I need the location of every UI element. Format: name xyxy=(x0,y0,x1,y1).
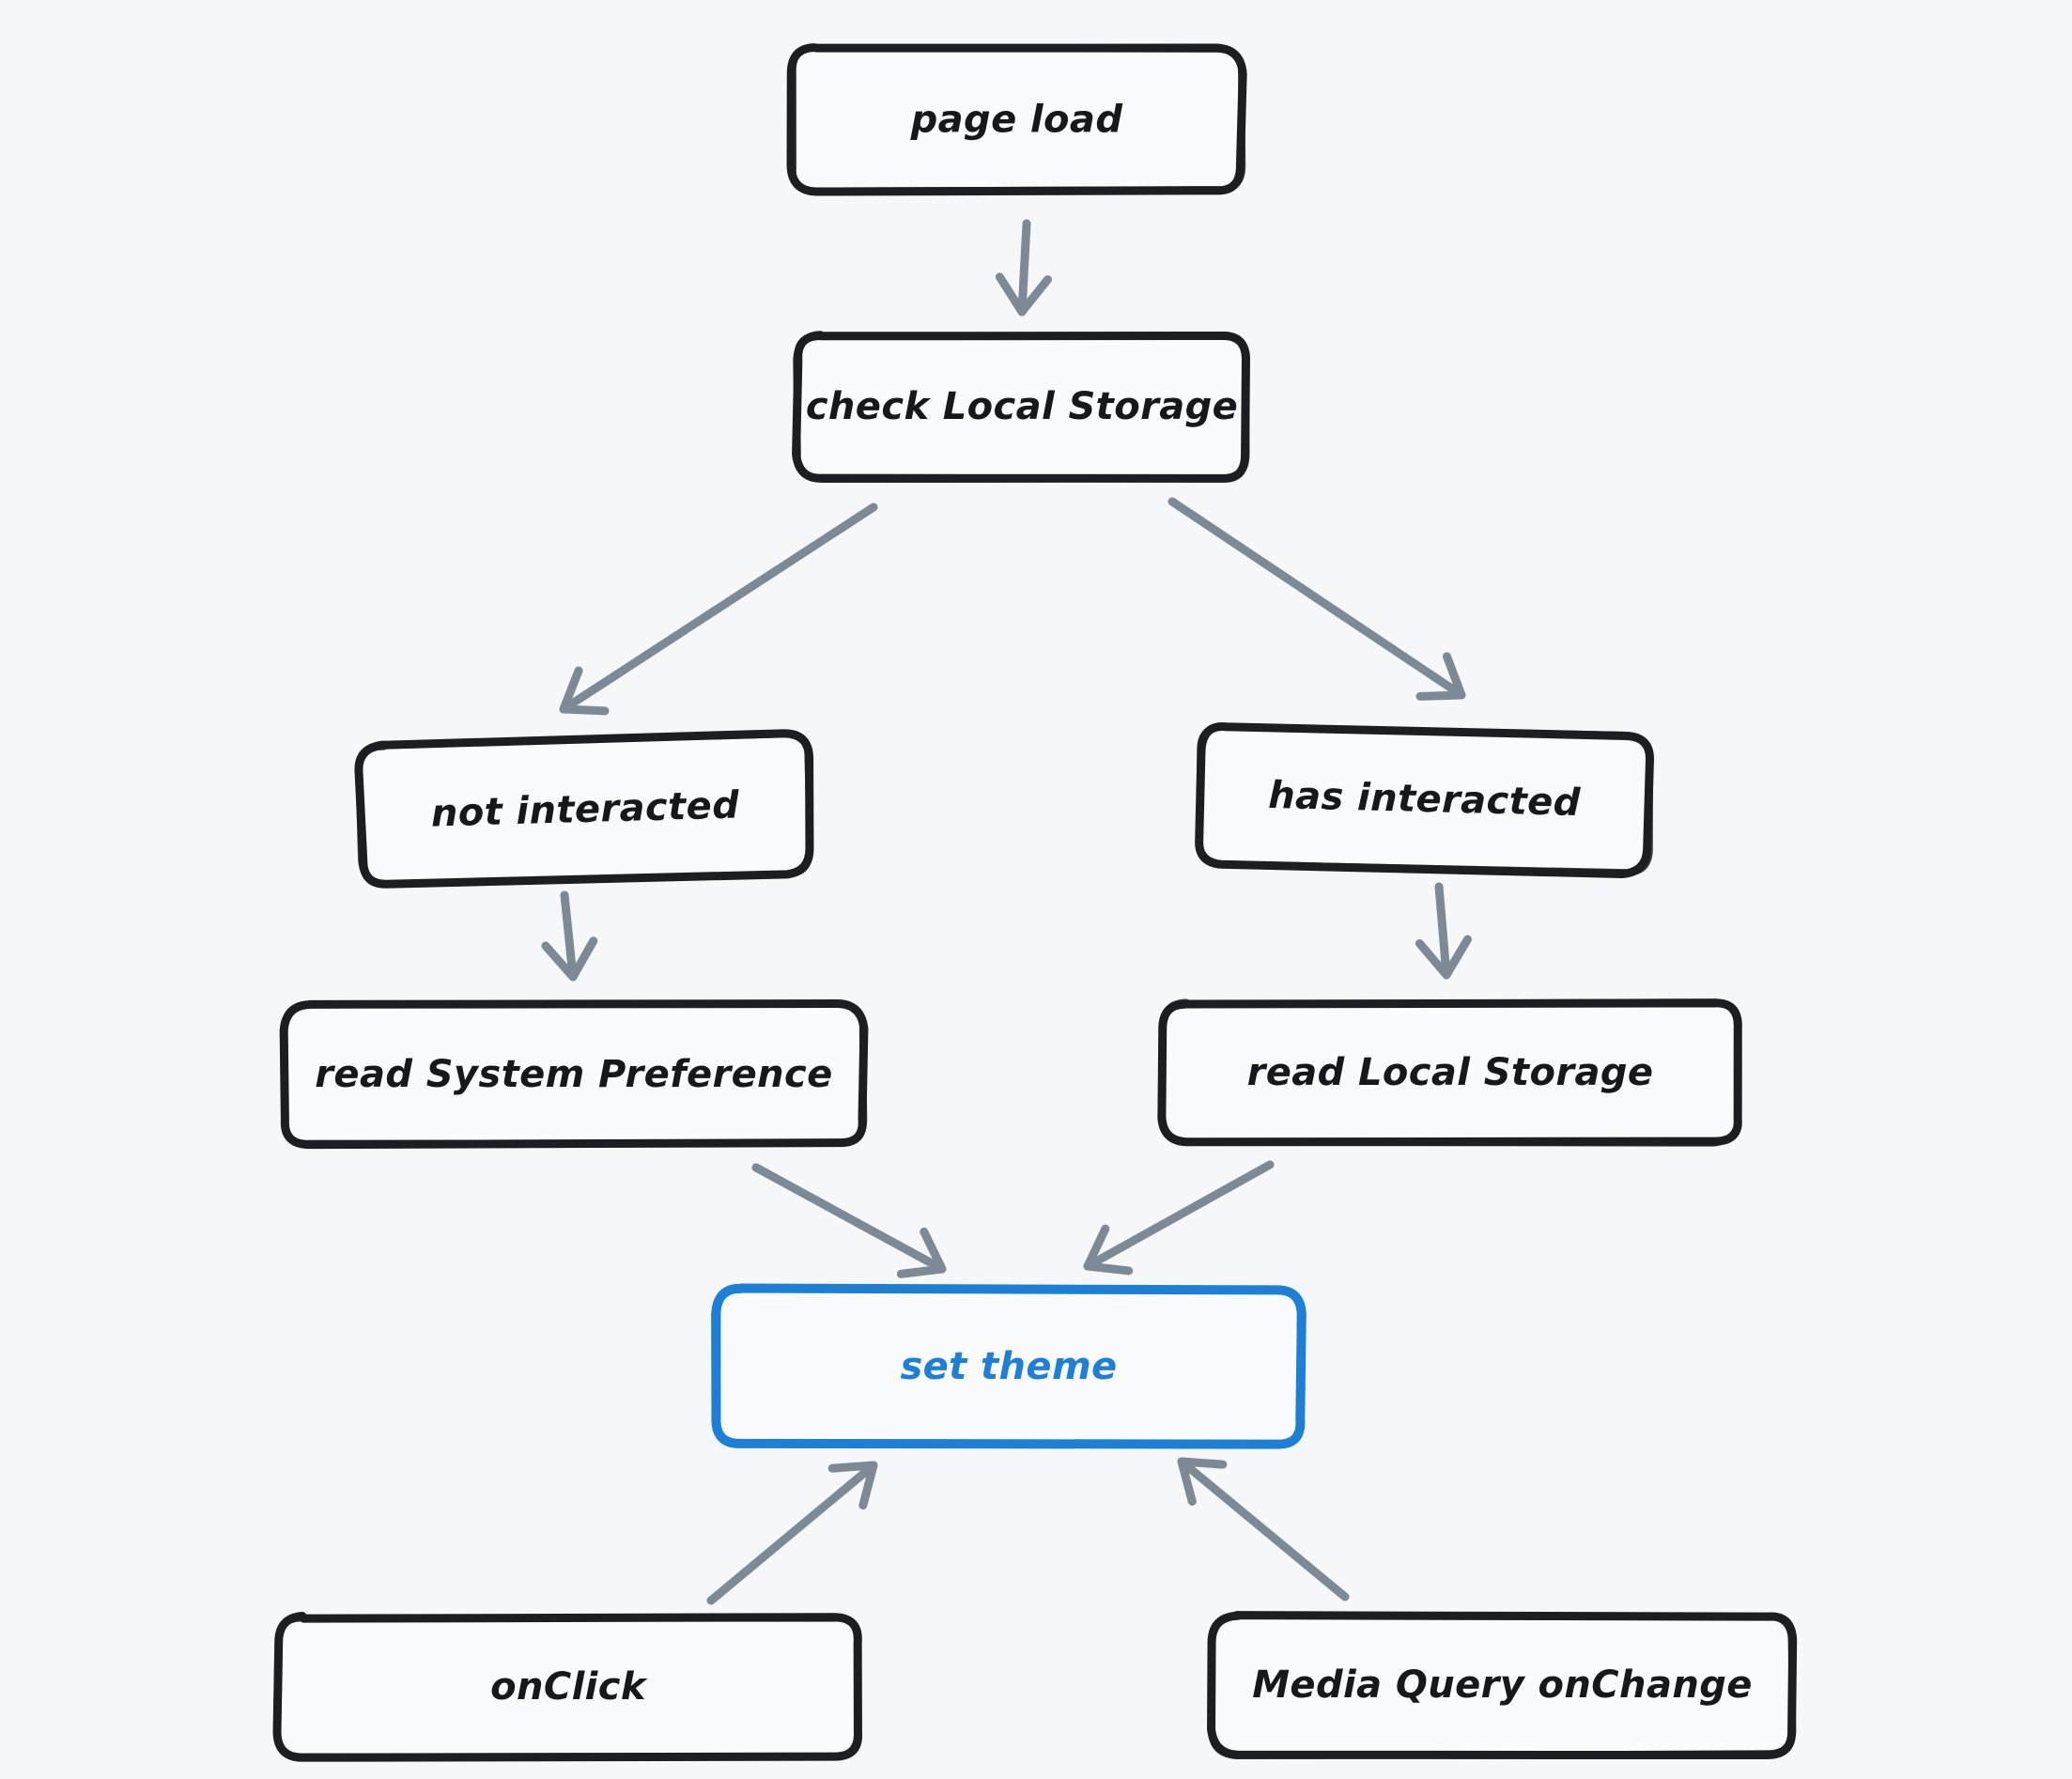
arrowhead-icon xyxy=(559,666,610,716)
node-label-has-interacted: has interacted xyxy=(1268,774,1582,825)
node-outline-sketch xyxy=(793,331,1250,483)
arrowhead-icon xyxy=(1415,652,1466,701)
edge-on-click-to-set-theme xyxy=(706,1461,878,1605)
edge-line xyxy=(1167,497,1466,700)
node-outline-sketch xyxy=(1196,722,1654,876)
node-read-system-pref[interactable]: read System Preference xyxy=(279,999,869,1150)
edge-line xyxy=(706,1461,878,1605)
edge-read-local-storage-to-set-theme xyxy=(1083,1160,1275,1276)
edge-media-query-to-set-theme xyxy=(1177,1457,1350,1601)
node-label-page-load: page load xyxy=(910,99,1123,142)
edge-line xyxy=(560,890,578,982)
arrowhead-icon xyxy=(896,1227,947,1278)
node-label-check-local-storage: check Local Storage xyxy=(806,385,1238,428)
arrowhead-icon xyxy=(1177,1457,1228,1507)
edge-not-interacted-to-read-system-pref xyxy=(541,890,598,982)
node-outline-sketch xyxy=(714,1284,1304,1448)
node-read-local-storage[interactable]: read Local Storage xyxy=(1157,998,1742,1147)
arrowhead-icon xyxy=(827,1461,878,1510)
edge-line xyxy=(559,503,878,714)
edge-read-system-pref-to-set-theme xyxy=(751,1163,947,1278)
node-not-interacted[interactable]: not interacted xyxy=(354,729,814,889)
node-label-not-interacted: not interacted xyxy=(430,783,740,835)
edge-line xyxy=(1017,219,1031,317)
node-label-set-theme: set theme xyxy=(900,1345,1117,1388)
arrowhead-icon xyxy=(995,272,1052,317)
node-page-load[interactable]: page load xyxy=(786,43,1247,196)
edge-has-interacted-to-read-local-storage xyxy=(1415,882,1472,980)
edge-line xyxy=(1083,1160,1275,1271)
node-media-query[interactable]: Media Query onChange xyxy=(1207,1611,1798,1760)
node-outline-sketch xyxy=(1157,998,1742,1147)
nodes-group: page load check Local Storage not interact… xyxy=(272,43,1798,1762)
edge-page-load-to-check-local-storage xyxy=(995,219,1052,317)
node-check-local-storage[interactable]: check Local Storage xyxy=(792,331,1250,483)
edge-check-local-storage-to-not-interacted xyxy=(559,503,878,716)
node-outline-sketch xyxy=(789,44,1246,194)
arrowhead-icon xyxy=(541,936,598,982)
node-has-interacted[interactable]: has interacted xyxy=(1195,722,1654,878)
node-outline-sketch xyxy=(281,1000,868,1147)
edge-line xyxy=(1434,882,1451,980)
edge-line xyxy=(751,1163,947,1274)
arrowhead-icon xyxy=(1415,935,1472,980)
edge-check-local-storage-to-has-interacted xyxy=(1167,497,1466,701)
node-outline-sketch xyxy=(274,1615,861,1760)
node-label-read-system-pref: read System Preference xyxy=(315,1053,832,1096)
node-label-read-local-storage: read Local Storage xyxy=(1247,1051,1654,1094)
node-set-theme[interactable]: set theme xyxy=(711,1283,1307,1449)
edges-group xyxy=(541,219,1472,1605)
arrowhead-icon xyxy=(1083,1224,1134,1276)
node-outline-sketch xyxy=(1208,1611,1797,1759)
node-outline-sketch xyxy=(355,731,813,889)
edge-line xyxy=(1177,1457,1350,1601)
node-on-click[interactable]: onClick xyxy=(272,1611,862,1762)
node-label-on-click: onClick xyxy=(490,1665,648,1709)
node-label-media-query: Media Query onChange xyxy=(1252,1663,1753,1707)
